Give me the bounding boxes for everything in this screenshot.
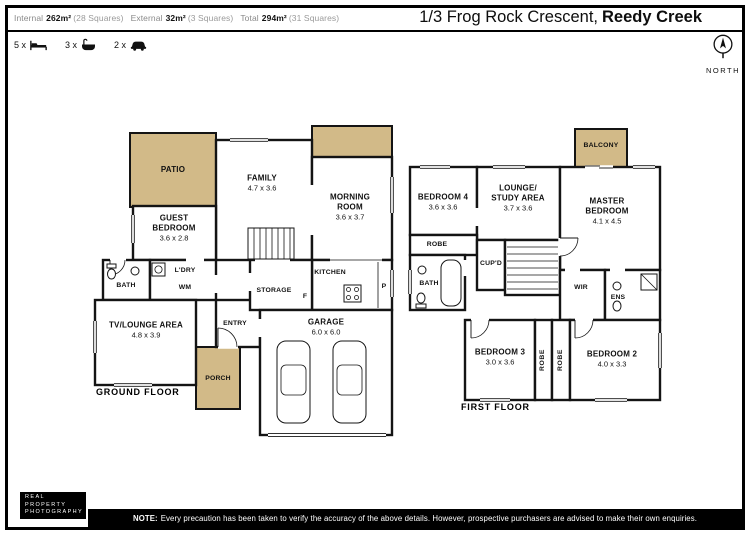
ground-floor-drawing <box>93 125 394 437</box>
room-label-laundry: L'DRY <box>174 266 196 274</box>
beds-stat: 5 x <box>14 39 47 51</box>
bath-icon <box>82 38 96 51</box>
washing-machine <box>151 262 166 277</box>
room-label-kitchen: KITCHEN <box>314 268 346 276</box>
room-label-robe4: ROBE <box>426 240 448 248</box>
room-label-robe-a: ROBE <box>538 348 546 372</box>
toilet <box>415 292 427 309</box>
ground-floor-label: GROUND FLOOR <box>96 387 180 397</box>
total-note: (31 Squares) <box>288 13 340 23</box>
disclaimer-bar: NOTE: Every precaution has been taken to… <box>88 509 742 527</box>
address-suburb: Reedy Creek <box>602 8 702 26</box>
staircase <box>507 246 558 290</box>
logo-line1: REAL <box>25 494 45 501</box>
toilet <box>106 263 117 280</box>
total-value: 294m² <box>261 13 287 23</box>
cars-stat: 2 x <box>114 39 147 51</box>
room-label-robe-b: ROBE <box>556 348 564 372</box>
logo-line3: PHOTOGRAPHY <box>25 509 84 516</box>
room-label-porch: PORCH <box>205 374 231 382</box>
ensuite-toilet <box>612 300 622 312</box>
garage-door <box>268 433 386 437</box>
window-marks <box>93 138 394 387</box>
external-note: (3 Squares) <box>187 13 234 23</box>
compass-label: NORTH <box>705 66 741 75</box>
disclaimer-label: NOTE: <box>132 513 158 523</box>
rear-deck-area <box>311 125 393 158</box>
room-label-fridge: F <box>302 292 308 300</box>
external-value: 32m² <box>165 13 186 23</box>
room-label-wir: WIR <box>574 283 588 291</box>
shower <box>640 273 658 291</box>
page-title: 1/3 Frog Rock Crescent,Reedy Creek <box>250 8 702 27</box>
window-gaps <box>93 138 394 387</box>
room-label-bath: BATH <box>116 281 136 289</box>
north-arrow-icon <box>713 34 733 59</box>
room-label-balcony: BALCONY <box>583 141 619 149</box>
total-label: Total <box>240 13 259 23</box>
room-label-cupboard: CUP'D <box>480 259 502 267</box>
room-label-pantry: P <box>381 282 387 290</box>
address-street: 1/3 Frog Rock Crescent, <box>419 8 599 26</box>
garage-car-left <box>276 340 311 424</box>
property-stats: 5 x 3 x 2 x <box>14 38 147 51</box>
internal-value: 262m² <box>46 13 72 23</box>
bedroom3-door <box>470 319 490 339</box>
window-marks <box>408 165 662 402</box>
master-door <box>559 237 579 257</box>
baths-stat: 3 x <box>65 38 96 51</box>
room-label-ensuite: ENS <box>610 293 626 301</box>
external-label: External <box>130 13 163 23</box>
staircase <box>247 227 295 260</box>
basin <box>130 266 140 276</box>
first-floor-label: FIRST FLOOR <box>461 402 530 412</box>
logo-line2: PROPERTY <box>25 501 67 508</box>
cars-count: 2 x <box>114 39 127 50</box>
car-icon <box>130 41 147 51</box>
door-openings <box>463 208 625 322</box>
bed-icon <box>30 40 47 50</box>
beds-count: 5 x <box>14 39 27 50</box>
window-gaps <box>408 165 662 402</box>
header-divider <box>8 30 742 32</box>
compass: NORTH <box>702 33 744 75</box>
room-label-patio: PATIO <box>160 165 186 174</box>
disclaimer-text: Every precaution has been taken to verif… <box>160 513 698 523</box>
first-floor-drawing <box>408 128 662 402</box>
bedroom2-door <box>574 319 594 339</box>
room-label-wm: WM <box>178 283 192 291</box>
garage-car-right <box>332 340 367 424</box>
baths-count: 3 x <box>65 39 78 50</box>
room-label-bath: BATH <box>419 279 439 287</box>
ensuite-basin <box>612 281 622 291</box>
basin <box>417 265 427 275</box>
front-door <box>217 327 238 348</box>
internal-note: (28 Squares) <box>73 13 124 23</box>
photography-logo: REAL PROPERTY PHOTOGRAPHY <box>20 492 86 519</box>
room-label-entry: ENTRY <box>223 319 247 327</box>
stove-icon <box>343 284 362 303</box>
internal-label: Internal <box>14 13 44 23</box>
bathtub <box>440 259 462 307</box>
room-label-storage: STORAGE <box>256 286 292 294</box>
